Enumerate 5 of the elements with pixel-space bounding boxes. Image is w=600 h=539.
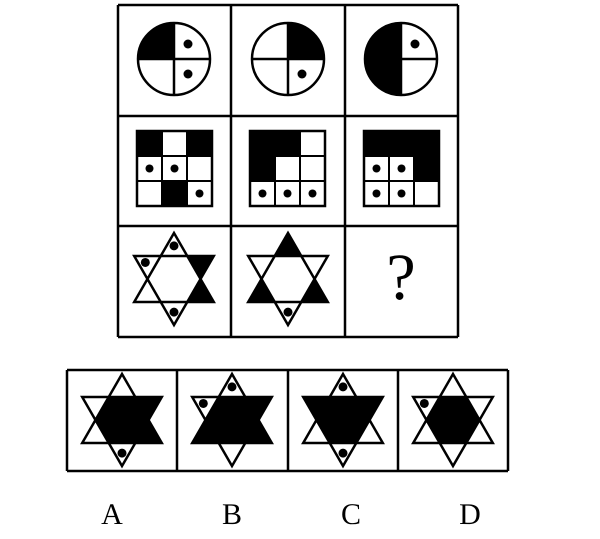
question-mark: ? bbox=[386, 245, 416, 311]
option-label: B bbox=[222, 500, 242, 530]
option-label: D bbox=[459, 500, 481, 530]
option-label: A bbox=[101, 500, 123, 530]
option-label: C bbox=[341, 500, 361, 530]
